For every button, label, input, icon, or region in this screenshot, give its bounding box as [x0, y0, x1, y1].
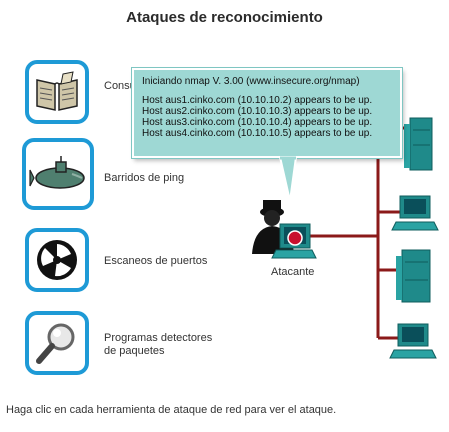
port-scans-label: Escaneos de puertos: [104, 255, 208, 267]
workstation-icon: [391, 195, 439, 231]
instruction-text: Haga clic en cada herramienta de ataque …: [6, 404, 337, 416]
attacker-label: Atacante: [271, 266, 315, 278]
fan-icon: [37, 240, 77, 280]
book-icon: [36, 71, 78, 111]
workstation-icon: [389, 323, 437, 359]
popup-line: Host aus4.cinko.com (10.10.10.5) appears…: [142, 128, 373, 139]
packet-sniffers-label: Programas detectores de paquetes: [104, 332, 213, 357]
server-icon: [396, 249, 431, 303]
popup-line: Iniciando nmap V. 3.00 (www.insecure.org…: [142, 76, 360, 87]
popup-line: Host aus2.cinko.com (10.10.10.3) appears…: [142, 106, 373, 117]
magnifier-icon: [36, 323, 75, 364]
popup-line: Host aus1.cinko.com (10.10.10.2) appears…: [142, 95, 373, 106]
attacker-icon: [252, 200, 317, 259]
ping-sweeps-button[interactable]: [22, 138, 94, 210]
ping-sweeps-label: Barridos de ping: [104, 172, 185, 184]
server-icon: [404, 117, 433, 171]
packet-sniffers-button[interactable]: [25, 311, 89, 375]
submarine-icon: [29, 156, 85, 189]
page-title: Ataques de reconocimiento: [126, 9, 323, 26]
port-scans-button[interactable]: [25, 228, 89, 292]
internet-queries-button[interactable]: [25, 60, 89, 124]
nmap-output-popup: Iniciando nmap V. 3.00 (www.insecure.org…: [132, 68, 402, 158]
popup-tail: [278, 156, 298, 202]
popup-line: Host aus3.cinko.com (10.10.10.4) appears…: [142, 117, 373, 128]
network-links: [304, 126, 408, 340]
